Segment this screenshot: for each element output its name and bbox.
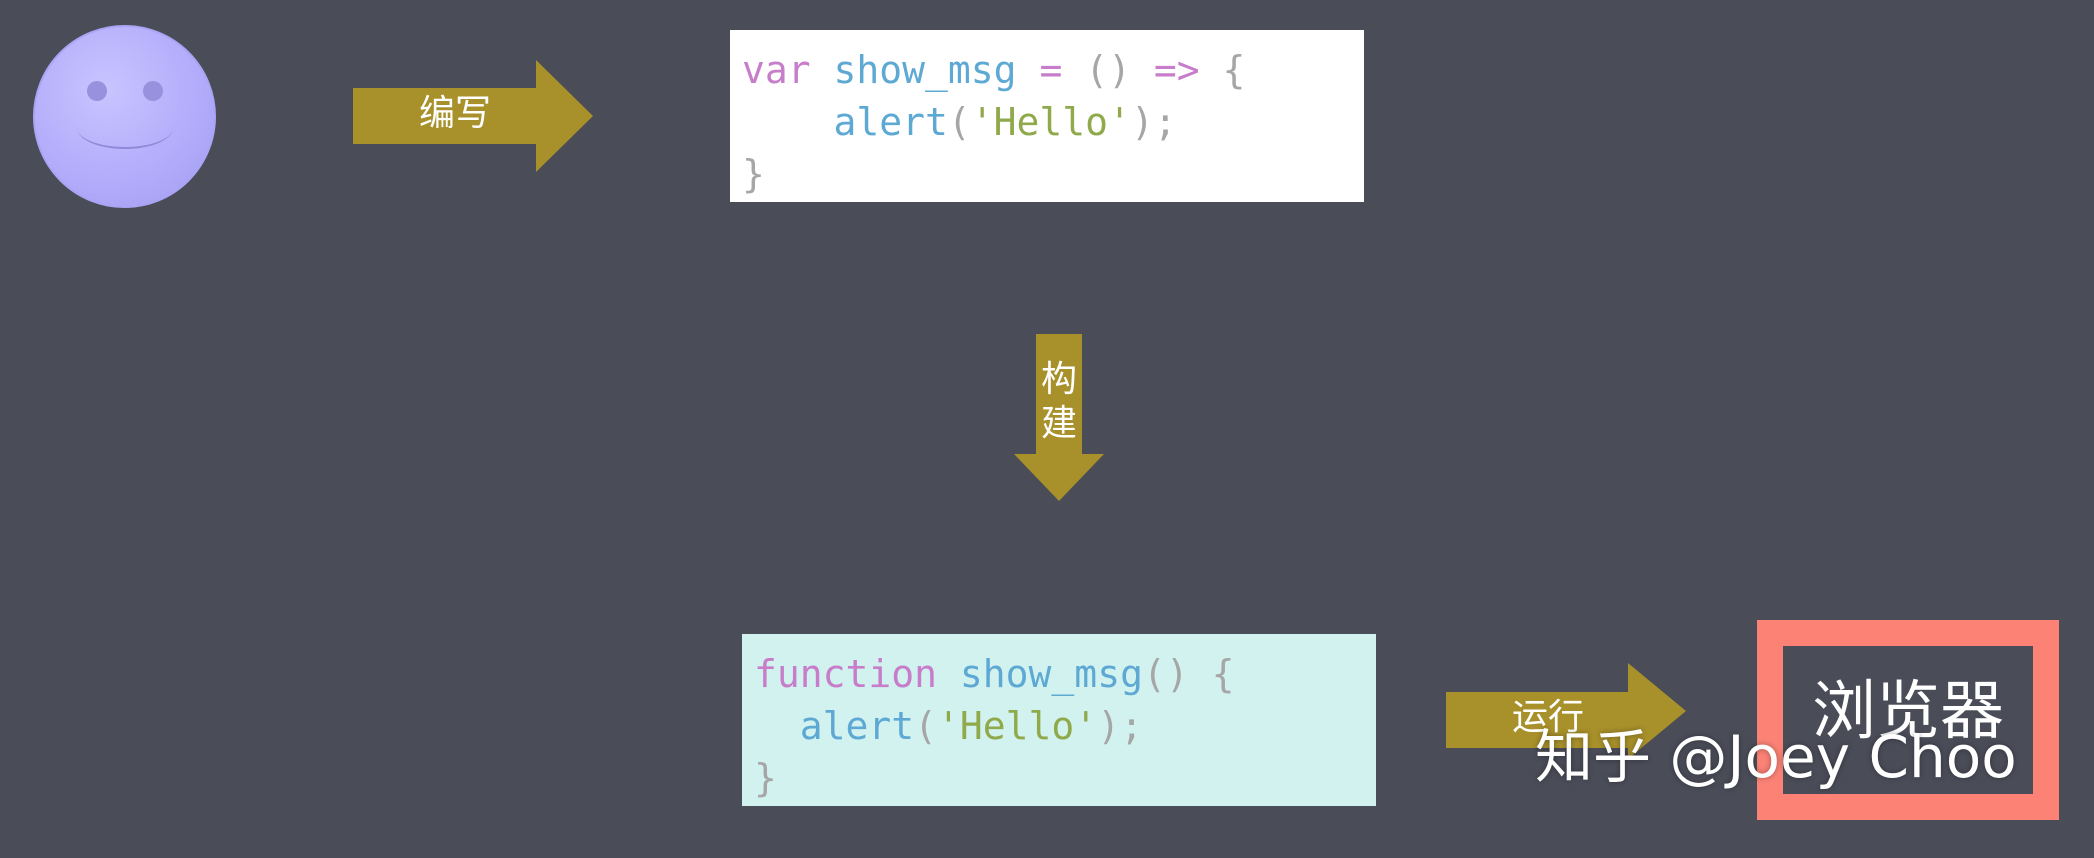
code-arrow-operator: => bbox=[1153, 48, 1200, 92]
built-code-line-2: alert('Hello'); bbox=[754, 700, 1364, 752]
browser-box: 浏览器 bbox=[1757, 620, 2059, 820]
code-parens: () bbox=[1085, 48, 1131, 92]
browser-label: 浏览器 bbox=[1812, 675, 2004, 749]
source-code-box: var show_msg = () => { alert('Hello');} bbox=[730, 30, 1364, 202]
right-arrow-icon bbox=[353, 60, 593, 172]
build-arrow: 构 建 bbox=[1014, 334, 1104, 501]
code-operator: = bbox=[1039, 48, 1063, 92]
code-keyword: function bbox=[754, 652, 938, 696]
code-parens: () bbox=[1142, 652, 1189, 696]
right-arrow-icon bbox=[1446, 663, 1686, 759]
code-string: 'Hello' bbox=[937, 704, 1098, 748]
source-code-line-1: var show_msg = () => { bbox=[742, 44, 1352, 96]
code-string: 'Hello' bbox=[970, 100, 1131, 144]
code-open-brace: { bbox=[1211, 652, 1235, 696]
write-arrow: 编写 bbox=[353, 60, 593, 172]
code-close-paren: ); bbox=[1130, 100, 1177, 144]
code-identifier: show_msg bbox=[959, 652, 1143, 696]
source-code-line-3: } bbox=[742, 148, 1352, 200]
run-arrow: 运行 bbox=[1446, 663, 1686, 759]
built-code-box: function show_msg() { alert('Hello');} bbox=[742, 634, 1376, 806]
run-arrow-label: 运行 bbox=[1512, 697, 1585, 738]
author-smiley-icon bbox=[33, 25, 216, 208]
code-open-paren: ( bbox=[947, 100, 971, 144]
code-function-call: alert bbox=[799, 704, 915, 748]
smiley-right-eye bbox=[143, 81, 163, 101]
code-identifier: show_msg bbox=[833, 48, 1017, 92]
build-arrow-label-1: 构 bbox=[1041, 359, 1078, 400]
build-arrow-label-2: 建 bbox=[1041, 403, 1078, 444]
code-close-paren: ); bbox=[1097, 704, 1143, 748]
code-keyword: var bbox=[742, 48, 811, 92]
code-close-brace: } bbox=[742, 152, 765, 196]
smiley-left-eye bbox=[87, 81, 107, 101]
code-open-paren: ( bbox=[914, 704, 938, 748]
code-open-brace: { bbox=[1222, 48, 1246, 92]
down-arrow-icon bbox=[1014, 334, 1104, 501]
write-arrow-label: 编写 bbox=[419, 93, 492, 134]
built-code-line-1: function show_msg() { bbox=[754, 648, 1364, 700]
source-code-line-2: alert('Hello'); bbox=[742, 96, 1352, 148]
built-code-line-3: } bbox=[754, 752, 1364, 804]
code-function-call: alert bbox=[833, 100, 948, 144]
smiley-mouth bbox=[77, 107, 173, 149]
watermark: 知乎 @Joey Choo bbox=[1535, 723, 2017, 791]
code-close-brace: } bbox=[754, 756, 777, 800]
